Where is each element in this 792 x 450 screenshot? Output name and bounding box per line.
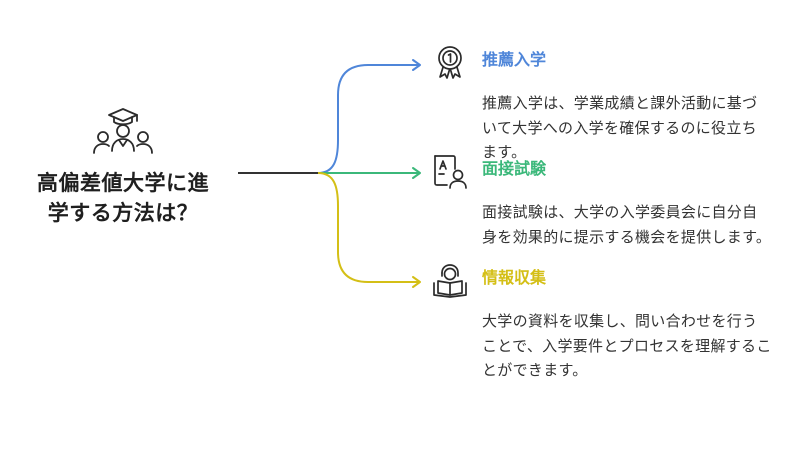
central-title: 高偏差値大学に進 学する方法は？ [18,168,228,228]
award-ribbon-icon [438,46,462,79]
central-title-line-1: 高偏差値大学に進 [37,171,209,195]
people-graduation-icon [93,108,153,154]
interview-card-icon [434,155,467,189]
branch-description-interview: 面接試験は、大学の入学委員会に自分自身を効果的に提示する機会を提供します。 [482,203,772,246]
branch-description-information: 大学の資料を収集し、問い合わせを行うことで、入学要件とプロセスを理解することがで… [482,312,772,379]
central-title-line-2: 学する方法は？ [47,201,199,225]
branch-title-recommendation: 推薦入学 [482,50,547,69]
branch-title-information: 情報収集 [482,268,547,287]
arrowhead-recommendation [412,59,421,71]
arrowhead-information [412,276,421,288]
central-node: 高偏差値大学に進 学する方法は？ [18,106,228,228]
reading-person-icon [433,264,467,298]
branch-description-recommendation: 推薦入学は、学業成績と課外活動に基づいて大学への入学を確保するのに役立ちます。 [482,94,758,161]
connector-information [317,172,419,283]
connector-recommendation [317,64,419,174]
branch-title-interview: 面接試験 [482,159,547,178]
arrowhead-interview [412,167,421,179]
